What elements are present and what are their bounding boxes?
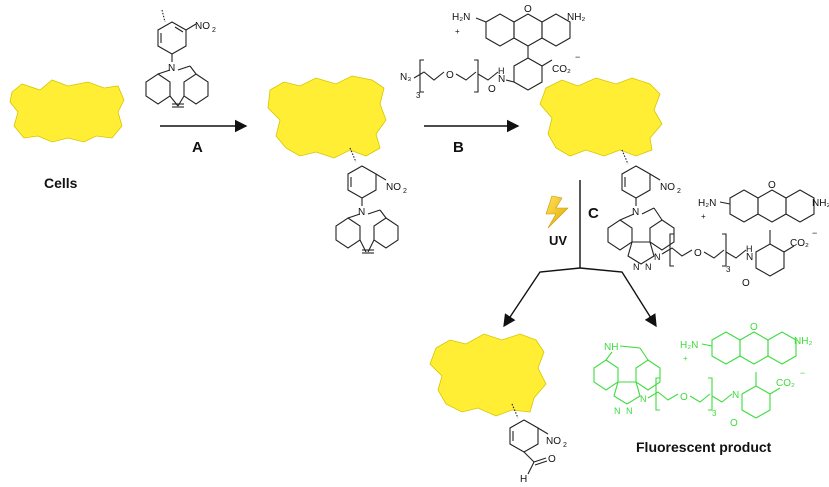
svg-text:O: O xyxy=(524,4,532,15)
svg-text:2: 2 xyxy=(677,188,681,195)
cell-3-conjugate-structure: NO 2 N N N N O 3 H N O CO₂ − H₂N + O NH₂ xyxy=(607,149,829,289)
svg-text:NH₂: NH₂ xyxy=(794,336,812,347)
reagent-b-structure: H₂N + O NH₂ CO₂ − N₃ 3 O H N O xyxy=(400,4,585,100)
svg-text:H₂N: H₂N xyxy=(680,340,698,351)
svg-text:3: 3 xyxy=(416,91,421,100)
svg-text:O: O xyxy=(694,248,702,259)
svg-text:N: N xyxy=(746,252,753,263)
svg-text:O: O xyxy=(750,322,758,333)
fluorescent-product-label: Fluorescent product xyxy=(636,439,772,455)
svg-text:NH₂: NH₂ xyxy=(567,12,585,23)
svg-text:H: H xyxy=(498,66,505,76)
svg-text:NH: NH xyxy=(604,342,618,353)
svg-text:2: 2 xyxy=(403,188,407,195)
svg-text:CO₂: CO₂ xyxy=(790,238,809,249)
svg-text:H: H xyxy=(746,244,753,254)
svg-text:+: + xyxy=(683,354,688,363)
svg-text:O: O xyxy=(548,454,556,465)
svg-text:NH₂: NH₂ xyxy=(812,198,829,209)
svg-text:3: 3 xyxy=(726,265,731,274)
svg-text:N₃: N₃ xyxy=(400,72,411,83)
cell-4-aldehyde-structure: NO 2 O H xyxy=(509,403,567,485)
step-a-label: A xyxy=(192,139,203,156)
uv-label: UV xyxy=(549,233,567,248)
cell-3 xyxy=(539,77,663,157)
cell-1 xyxy=(9,79,125,143)
svg-text:O: O xyxy=(742,278,750,289)
svg-text:N: N xyxy=(614,406,621,416)
svg-text:−: − xyxy=(575,52,580,62)
svg-text:H₂N: H₂N xyxy=(698,198,716,209)
svg-text:N: N xyxy=(626,406,633,416)
svg-text:N: N xyxy=(632,207,639,218)
uv-bolt-icon xyxy=(545,195,569,229)
svg-text:O: O xyxy=(446,70,454,81)
svg-text:+: + xyxy=(455,27,460,36)
svg-text:N: N xyxy=(358,207,365,218)
step-b-label: B xyxy=(453,139,464,156)
svg-text:NO: NO xyxy=(660,182,675,193)
svg-text:NO: NO xyxy=(386,182,401,193)
svg-text:NO: NO xyxy=(195,21,210,32)
reagent-a-structure: NO 2 N xyxy=(145,9,216,108)
svg-text:NO: NO xyxy=(546,436,561,447)
svg-text:N: N xyxy=(654,252,661,262)
arrow-to-cell xyxy=(503,267,581,328)
arrow-to-fluorescent xyxy=(579,267,657,328)
svg-text:N: N xyxy=(645,262,652,272)
svg-text:O: O xyxy=(730,418,738,429)
svg-text:−: − xyxy=(812,228,817,238)
svg-text:N: N xyxy=(633,262,640,272)
svg-text:−: − xyxy=(800,368,805,378)
svg-text:2: 2 xyxy=(563,442,567,449)
cell-2-linker-structure: NO 2 N xyxy=(335,147,407,254)
svg-text:O: O xyxy=(488,84,496,95)
cell-2 xyxy=(267,75,387,159)
svg-text:O: O xyxy=(768,180,776,191)
svg-text:H₂N: H₂N xyxy=(452,12,470,23)
cell-4 xyxy=(429,333,547,417)
fluorescent-product-structure: NH N N N O 3 N O CO₂ − H₂N + O NH₂ xyxy=(593,322,812,429)
cells-label: Cells xyxy=(44,175,78,191)
svg-text:CO₂: CO₂ xyxy=(776,378,795,389)
svg-text:2: 2 xyxy=(212,27,216,34)
svg-text:N: N xyxy=(168,63,175,74)
svg-text:N: N xyxy=(732,390,739,401)
svg-text:+: + xyxy=(701,212,706,221)
svg-text:N: N xyxy=(640,394,647,404)
svg-text:3: 3 xyxy=(712,409,717,418)
svg-text:O: O xyxy=(680,392,688,403)
step-c-label: C xyxy=(588,205,599,222)
svg-text:N: N xyxy=(498,74,505,85)
svg-text:H: H xyxy=(520,474,527,485)
svg-text:CO₂: CO₂ xyxy=(552,64,571,75)
